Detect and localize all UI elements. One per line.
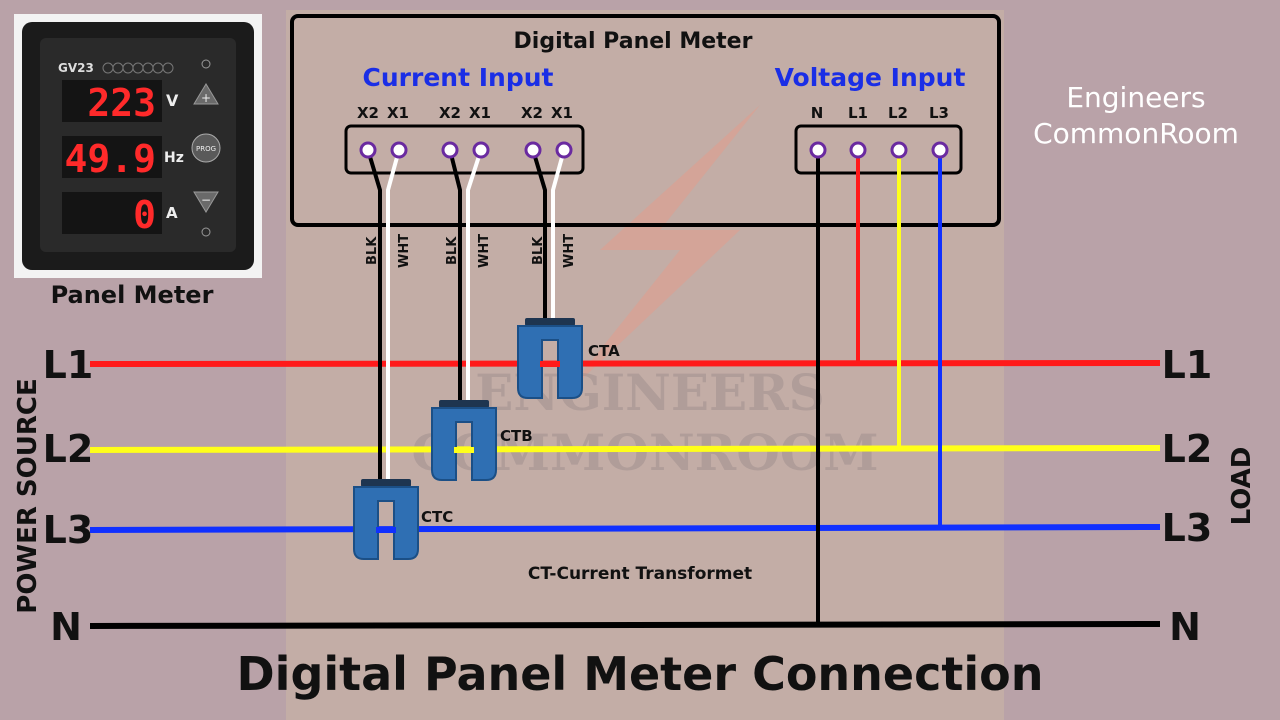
meter-box-title: Digital Panel Meter <box>514 29 753 54</box>
load-label: LOAD <box>1227 447 1257 526</box>
up-button-label: + <box>201 91 211 105</box>
reading-frequency: 49.9 <box>64 137 156 181</box>
current-input-label: Current Input <box>363 63 554 92</box>
brand-line1: Engineers <box>1066 81 1205 114</box>
line-label-l1-left: L1 <box>43 343 94 387</box>
up-arrow-icon <box>193 83 219 105</box>
terminal-label-x1: X1 <box>387 104 409 122</box>
terminal-label-l1: L1 <box>848 104 868 122</box>
brand-line2: CommonRoom <box>1033 117 1239 150</box>
ct-c-label: CTC <box>421 508 453 526</box>
unit-frequency: Hz <box>164 150 184 166</box>
unit-current: A <box>166 204 178 222</box>
unit-voltage: V <box>166 91 179 110</box>
wire-label-wht: WHT <box>477 234 492 268</box>
ct-caption: CT-Current Transformet <box>528 564 752 584</box>
terminal-label-l2: L2 <box>888 104 908 122</box>
voltage-input-label: Voltage Input <box>775 63 966 92</box>
terminal-screws <box>359 141 949 159</box>
line-l3 <box>89 524 1161 533</box>
panel-meter-caption: Panel Meter <box>51 281 214 309</box>
line-label-l2-left: L2 <box>43 427 94 471</box>
prog-button-label: PROG <box>196 145 216 153</box>
meter-box <box>290 14 1001 227</box>
down-button-label: − <box>201 193 211 207</box>
meter-model-label: GV23 <box>58 61 94 75</box>
ct-wires <box>366 149 566 488</box>
wire-color-labels: BLK WHT BLK WHT BLK WHT <box>365 234 577 268</box>
prog-button-icon <box>191 133 221 163</box>
line-n <box>89 621 1161 629</box>
line-l2 <box>89 445 1161 453</box>
wire-label-wht: WHT <box>562 234 577 268</box>
wire-label-blk: BLK <box>445 236 460 265</box>
terminal-label-x1: X1 <box>469 104 491 122</box>
line-label-l1-right: L1 <box>1162 343 1213 387</box>
led-icon <box>201 227 211 237</box>
line-label-n-right: N <box>1169 605 1201 649</box>
meter-photo: GV23 223 49.9 0 V Hz A + PROG − <box>14 14 262 278</box>
ct-a-label: CTA <box>588 342 620 360</box>
ct-b-label: CTB <box>500 427 533 445</box>
terminal-label-x1: X1 <box>551 104 573 122</box>
wire-label-blk: BLK <box>531 236 546 265</box>
line-l1 <box>89 360 1161 367</box>
terminal-label-l3: L3 <box>929 104 949 122</box>
down-arrow-icon <box>193 191 219 213</box>
line-label-n-left: N <box>50 605 82 649</box>
reading-voltage: 223 <box>87 81 156 125</box>
voltage-terminal-block <box>794 124 963 175</box>
reading-current: 0 <box>133 193 156 237</box>
led-icon <box>201 59 211 69</box>
line-label-l2-right: L2 <box>1162 427 1213 471</box>
power-source-label: POWER SOURCE <box>13 378 43 613</box>
current-terminal-block <box>344 124 585 175</box>
terminal-label-x2: X2 <box>357 104 379 122</box>
terminal-label-x2: X2 <box>439 104 461 122</box>
diagram-title: Digital Panel Meter Connection <box>237 647 1044 701</box>
meter-logo-circles <box>102 62 174 74</box>
terminal-label-n: N <box>811 104 824 122</box>
terminal-label-x2: X2 <box>521 104 543 122</box>
line-label-l3-right: L3 <box>1162 506 1213 550</box>
line-label-l3-left: L3 <box>43 508 94 552</box>
wire-label-blk: BLK <box>365 236 380 265</box>
wire-label-wht: WHT <box>397 234 412 268</box>
